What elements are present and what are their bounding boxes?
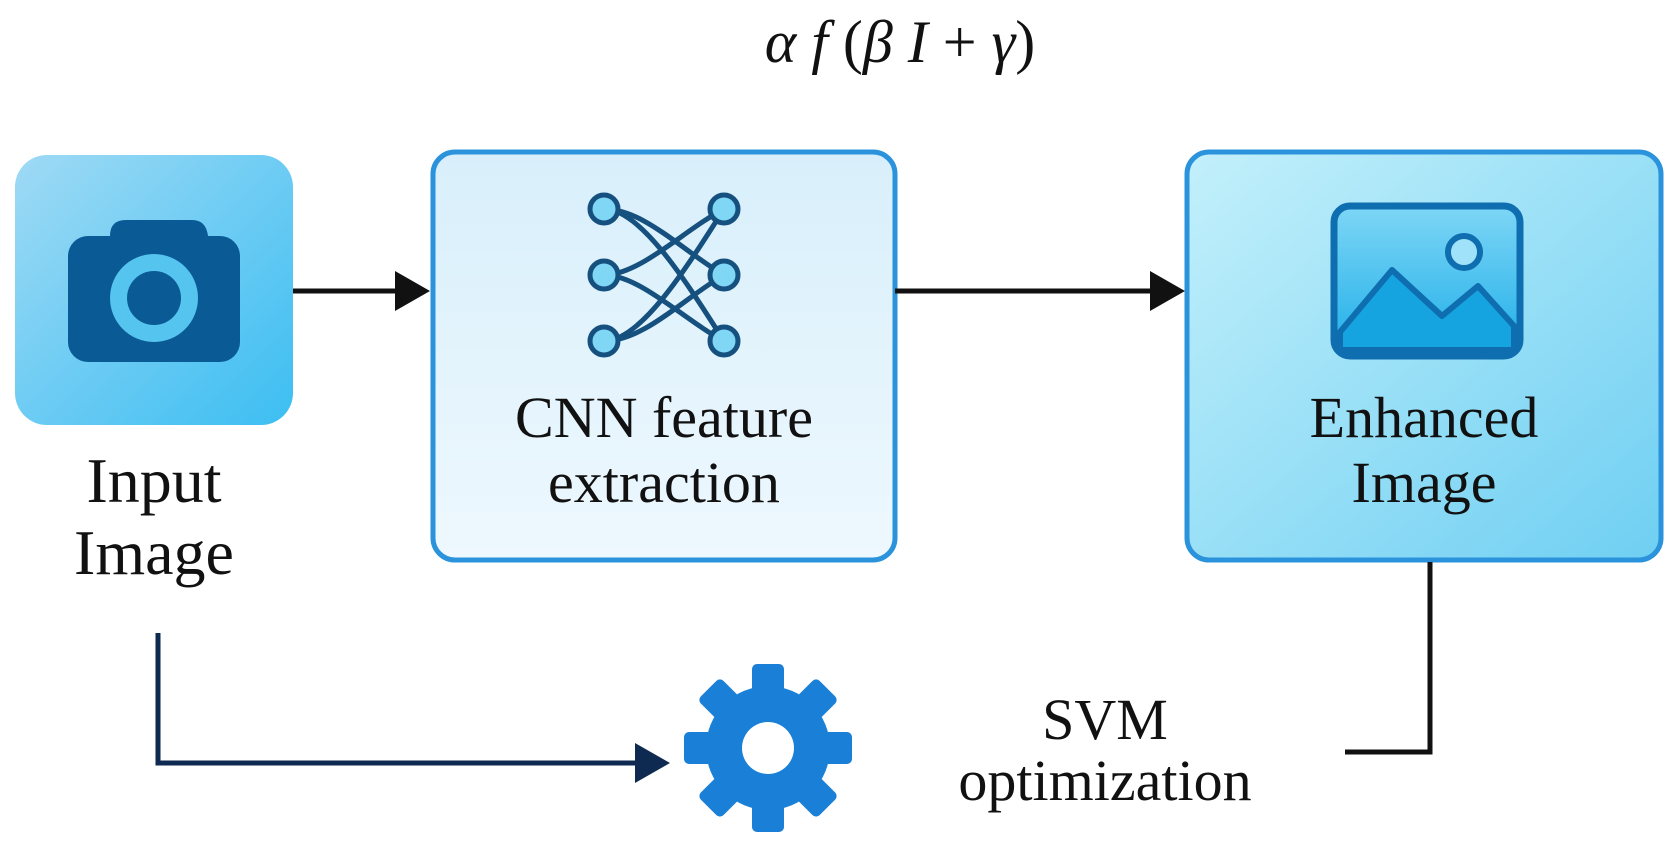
formula-beta: β <box>862 9 893 75</box>
formula-close-paren: ) <box>1015 9 1036 75</box>
formula: α f (β I + γ) <box>700 8 1100 77</box>
camera-icon <box>68 220 240 362</box>
neural-network-icon <box>587 192 741 358</box>
enhanced-label-line2: Image <box>1351 449 1497 515</box>
cnn-label-line2: extraction <box>548 449 780 515</box>
svm-label-line2: optimization <box>958 747 1252 813</box>
svm-label: SVM optimization <box>905 687 1305 813</box>
image-icon <box>1330 202 1524 360</box>
cnn-node <box>430 149 898 563</box>
input-image-node <box>15 155 293 425</box>
enhanced-image-node <box>1184 149 1664 563</box>
enhanced-image-label: Enhanced Image <box>1187 385 1661 516</box>
input-label-line2: Image <box>74 516 234 588</box>
arrow-input-to-svm <box>155 633 670 783</box>
cnn-label-line1: CNN feature <box>515 385 813 450</box>
cnn-box <box>430 149 898 563</box>
formula-i: I <box>907 9 928 75</box>
svm-label-line1: SVM <box>1042 687 1168 752</box>
input-image-label: Input Image <box>15 445 293 588</box>
formula-plus: + <box>942 9 977 75</box>
arrow-cnn-to-enhanced <box>895 271 1185 311</box>
formula-open-paren: ( <box>842 9 863 75</box>
connector-enhanced-to-svm <box>1345 562 1433 755</box>
enhanced-label-line1: Enhanced <box>1309 385 1539 450</box>
input-label-line1: Input <box>86 445 222 516</box>
cnn-label: CNN feature extraction <box>433 385 895 516</box>
formula-alpha: α <box>764 9 797 75</box>
formula-gamma: γ <box>991 9 1016 75</box>
arrow-input-to-cnn <box>293 271 430 311</box>
gear-icon <box>684 664 852 832</box>
formula-f: f <box>811 9 828 75</box>
